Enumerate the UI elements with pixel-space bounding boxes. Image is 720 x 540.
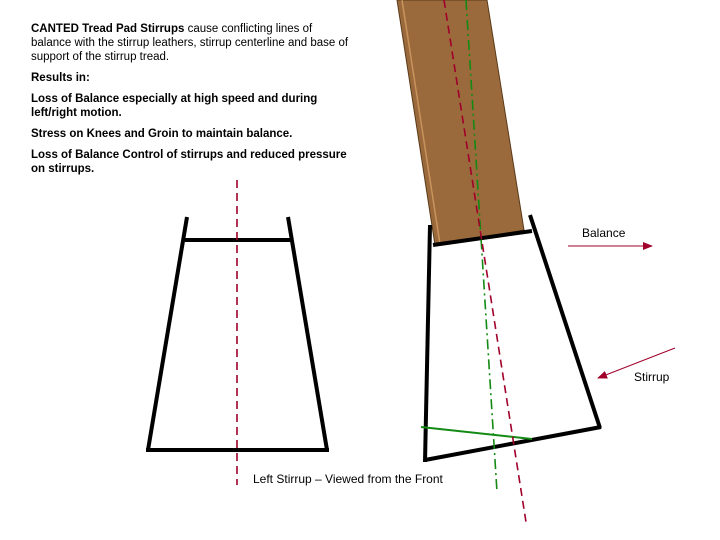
- intro-rest: cause conflicting lines of balance with …: [31, 23, 349, 63]
- tread-base-line: [420, 426, 533, 440]
- canted-stirrup-left-side: [423, 224, 432, 463]
- results-heading: Results in:: [31, 72, 90, 84]
- stirrup-label: Stirrup: [634, 370, 670, 384]
- annotations: Balance Stirrup Left Stirrup – Viewed fr…: [253, 226, 676, 486]
- stirrup-centerline: [465, 0, 498, 493]
- straight-stirrup-left-side: [146, 216, 189, 451]
- canted-stirrup-top-bar: [432, 229, 533, 247]
- balance-label: Balance: [582, 226, 626, 240]
- leather-edge-highlight: [401, 0, 441, 245]
- intro-bold: CANTED Tread Pad Stirrups: [31, 23, 185, 35]
- effect-2: Stress on Knees and Groin to maintain ba…: [31, 128, 293, 140]
- stirrup-leather: [396, 0, 525, 246]
- effect-1: Loss of Balance especially at high speed…: [31, 93, 318, 119]
- stirrup-arrow: [597, 347, 676, 379]
- leather-balance-line: [443, 0, 527, 523]
- intro-paragraph: CANTED Tread Pad Stirrups cause conflict…: [31, 22, 351, 64]
- straight-stirrup: [146, 180, 329, 485]
- diagram-caption: Left Stirrup – Viewed from the Front: [253, 472, 444, 486]
- straight-stirrup-right-side: [286, 216, 329, 451]
- effect-3: Loss of Balance Control of stirrups and …: [31, 149, 347, 175]
- canted-stirrup: [396, 0, 602, 523]
- description-text: CANTED Tread Pad Stirrups cause conflict…: [31, 22, 351, 183]
- canted-stirrup-right-side: [528, 214, 602, 429]
